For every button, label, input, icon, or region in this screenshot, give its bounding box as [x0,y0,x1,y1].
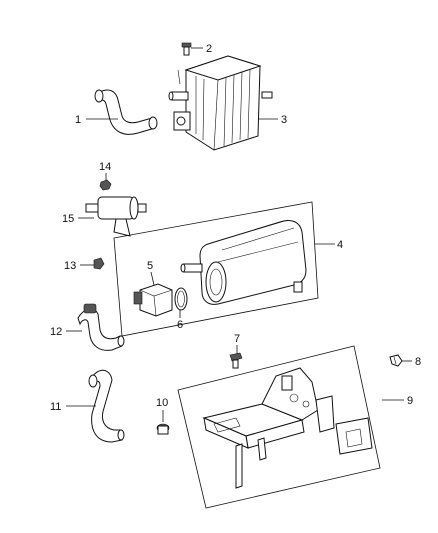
part-5-solenoid [133,283,173,317]
callout-4: 4 [337,239,343,251]
part-4-canister [180,219,307,305]
part-1-hose [94,89,158,135]
callout-13: 13 [64,260,76,272]
callout-10: 10 [156,397,168,409]
part-15-filter [85,196,147,237]
callout-6: 6 [177,319,183,331]
part-2-bolt [181,42,192,56]
part-13-fitting [93,257,105,270]
part-11-hose [88,369,125,443]
part-6-oring [174,287,188,311]
callout-14: 14 [99,161,111,173]
part-12-elbow-hose [77,303,125,351]
part-10-grommet [156,423,170,435]
callout-3: 3 [281,114,287,126]
callout-5: 5 [147,260,153,272]
callout-2: 2 [206,43,212,55]
callout-1: 1 [75,114,81,126]
callout-12: 12 [50,326,62,338]
leader-5 [150,271,155,286]
callout-15: 15 [62,213,74,225]
group-box-4 [113,201,319,337]
group-box-9 [177,345,381,509]
part-3-canister [168,55,273,151]
callout-9: 9 [407,395,413,407]
part-9-bracket [202,367,373,489]
part-14-nut [99,179,112,191]
callout-8: 8 [415,356,421,368]
part-7-pushpin [229,352,243,369]
part-8-clip [389,354,403,367]
callout-7: 7 [234,333,240,345]
callout-11: 11 [50,401,61,413]
